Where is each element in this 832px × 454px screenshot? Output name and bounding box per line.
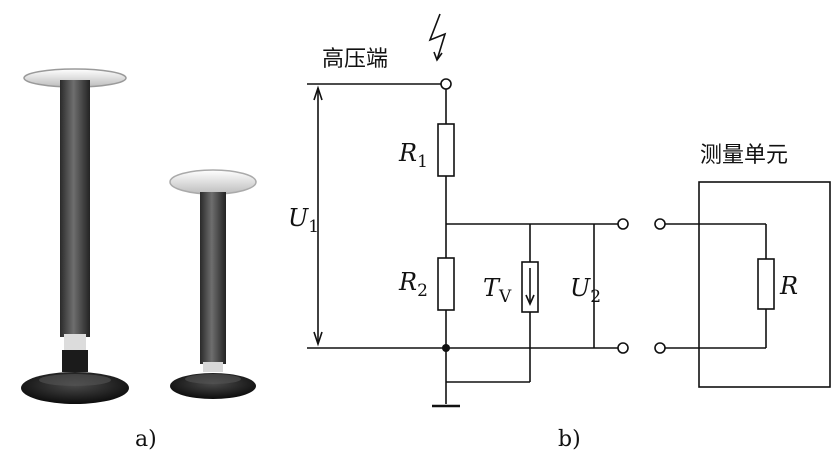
r1-label: R1 xyxy=(398,139,428,172)
high-voltage-terminal-label: 高压端 xyxy=(322,47,388,72)
r-resistor xyxy=(757,258,775,310)
output-terminal-top-right xyxy=(654,218,666,230)
r2-label: R2 xyxy=(398,268,428,301)
output-terminal-top-left xyxy=(617,218,629,230)
lightning-icon xyxy=(428,13,447,61)
output-terminal-bottom-left xyxy=(617,342,629,354)
measurement-unit-label: 测量单元 xyxy=(700,143,788,168)
panel-a-photo: a) xyxy=(21,68,257,452)
r1-resistor xyxy=(437,123,455,177)
u2-label: U2 xyxy=(570,274,601,307)
r-label: R xyxy=(779,272,798,300)
panel-a-caption: a) xyxy=(135,427,157,452)
measurement-unit-box xyxy=(698,181,831,388)
r2-resistor xyxy=(437,257,455,311)
junction-dot xyxy=(442,344,450,352)
hv-terminal xyxy=(440,78,452,90)
short-divider xyxy=(169,169,257,399)
tv-label: TV xyxy=(483,274,512,307)
u1-label: U1 xyxy=(288,204,319,237)
output-terminal-bottom-right xyxy=(654,342,666,354)
panel-b-caption: b) xyxy=(558,427,581,452)
tall-divider xyxy=(21,68,129,404)
panel-b-circuit: 高压端 R1 R2 U1 xyxy=(288,13,831,452)
